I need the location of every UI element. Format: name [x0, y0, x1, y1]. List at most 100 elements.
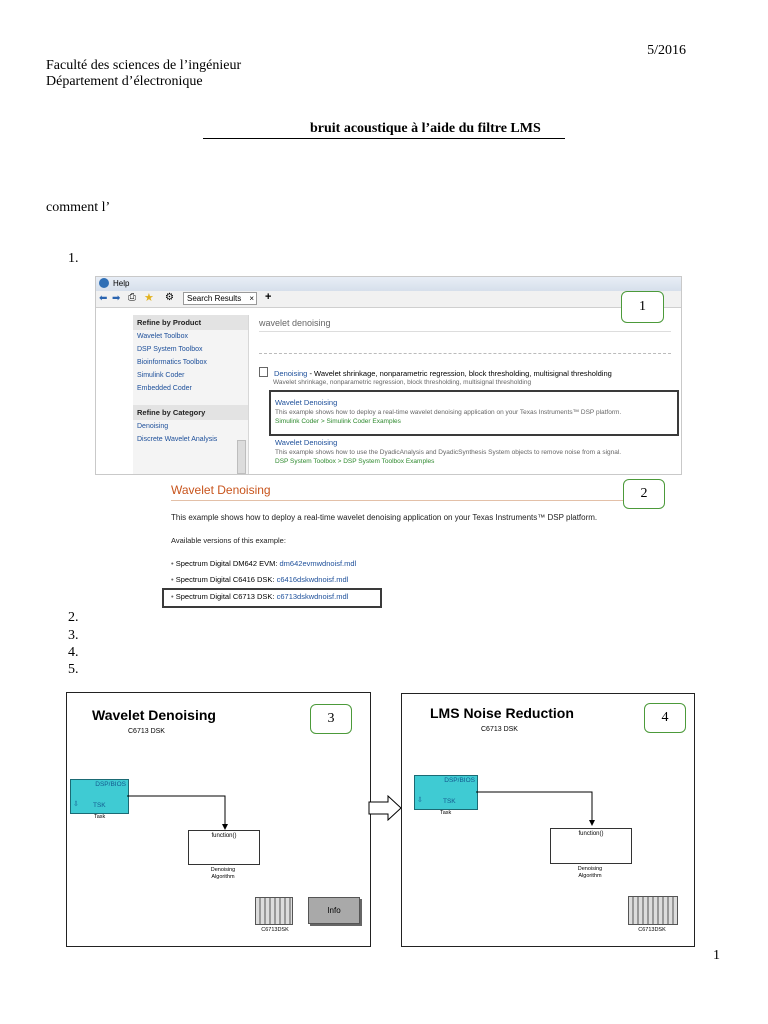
search-results-tab[interactable]: Search Results × [183, 292, 257, 305]
faculty-name: Faculté des sciences de l’ingénieur [46, 58, 242, 73]
result-1-title-suffix: - Wavelet shrinkage, nonparametric regre… [307, 369, 612, 378]
search-input[interactable]: wavelet denoising [259, 315, 671, 332]
refine-category-item[interactable]: Discrete Wavelet Analysis [137, 436, 218, 443]
list-number-5: 5. [68, 662, 79, 677]
task-caption: Task [94, 814, 106, 820]
version-1-board: Spectrum Digital DM642 EVM: [175, 559, 280, 568]
signal-line [127, 795, 228, 830]
forward-arrow-icon[interactable]: ➡ [112, 293, 121, 304]
function-label: function() [578, 831, 604, 837]
matlab-help-icon [99, 278, 109, 288]
step-badge-3: 3 [310, 704, 352, 734]
document-icon [259, 367, 268, 377]
step-badge-2: 2 [623, 479, 665, 509]
result-3-desc: This example shows how to use the Dyadic… [275, 449, 622, 456]
example-title: Wavelet Denoising [171, 483, 271, 497]
c6713-board-icon[interactable] [255, 897, 293, 925]
result-1-title[interactable]: Denoising [274, 369, 308, 378]
denoising-algorithm-block[interactable]: function() [188, 830, 260, 865]
result-3-path[interactable]: DSP System Toolbox > DSP System Toolbox … [275, 458, 435, 465]
search-results-tab-label: Search Results [187, 294, 242, 303]
help-toolbar: ⬅ ➡ ⎙ ★ ⚙ Search Results × + [96, 291, 681, 308]
version-1-file-link[interactable]: dm642evmwdnoisf.mdl [279, 559, 357, 568]
list-number-1: 1. [68, 251, 79, 266]
down-arrow-icon: ⇩ [73, 801, 79, 808]
search-result-1: Denoising - Wavelet shrinkage, nonparame… [259, 367, 674, 386]
step-badge-1: 1 [621, 291, 664, 323]
title-rule [203, 122, 565, 139]
result-2-desc: This example shows how to deploy a real-… [275, 409, 622, 416]
example-page-screenshot: Wavelet Denoising This example shows how… [162, 476, 685, 612]
version-2-board: Spectrum Digital C6416 DSK: [175, 575, 277, 584]
settings-gear-icon[interactable]: ⚙ [165, 292, 174, 303]
close-tab-icon[interactable]: × [249, 294, 254, 303]
results-divider [259, 353, 671, 354]
refine-by-product-heading: Refine by Product [133, 315, 248, 330]
list-number-4: 4. [68, 645, 79, 660]
example-description: This example shows how to deploy a real-… [171, 513, 598, 522]
version-3-file-link[interactable]: c6713dskwdnoisf.mdl [276, 592, 349, 601]
refine-category-item[interactable]: Denoising [137, 423, 169, 430]
page-number: 1 [713, 948, 720, 963]
highlight-box-result [269, 390, 679, 436]
intro-text: comment l’ [46, 200, 111, 215]
task-caption: Task [440, 810, 452, 816]
algorithm-caption: Denoising Algorithm [550, 866, 630, 880]
result-3-title[interactable]: Wavelet Denoising [275, 438, 338, 447]
available-versions-label: Available versions of this example: [171, 536, 286, 545]
algorithm-caption-line-1: Denoising [210, 867, 236, 873]
refine-by-category-heading: Refine by Category [133, 405, 248, 420]
version-item-3: • Spectrum Digital C6713 DSK: c6713dskwd… [171, 592, 349, 601]
refine-product-item[interactable]: Embedded Coder [137, 385, 192, 392]
refine-product-item[interactable]: DSP System Toolbox [137, 346, 203, 353]
document-date: 5/2016 [647, 43, 686, 58]
model-right-subtitle: C6713 DSK [481, 726, 518, 733]
step-badge-4: 4 [644, 703, 686, 733]
help-window-screenshot: Help ⬅ ➡ ⎙ ★ ⚙ Search Results × + Refine… [95, 276, 682, 475]
add-tab-icon[interactable]: + [265, 291, 272, 303]
dsp-bios-task-block[interactable]: DSP/BIOS ⇩ TSK [414, 775, 478, 810]
lms-noise-reduction-model: LMS Noise Reduction C6713 DSK 4 DSP/BIOS… [401, 693, 695, 947]
next-step-arrow-icon [368, 795, 402, 821]
algorithm-caption-line-1: Denoising [577, 866, 603, 872]
version-2-file-link[interactable]: c6416dskwdnoisf.mdl [276, 575, 349, 584]
refine-product-item[interactable]: Simulink Coder [137, 372, 185, 379]
department-name: Département d’électronique [46, 74, 203, 89]
model-left-title: Wavelet Denoising [92, 707, 216, 723]
board-caption: C6713DSK [638, 927, 666, 933]
down-arrow-icon: ⇩ [417, 797, 423, 804]
back-arrow-icon[interactable]: ⬅ [99, 293, 108, 304]
sidebar-scrollbar[interactable] [237, 440, 246, 474]
algorithm-caption-line-2: Algorithm [578, 873, 602, 879]
help-titlebar: Help [96, 277, 681, 292]
help-title: Help [113, 279, 130, 288]
signal-line [476, 791, 595, 826]
document-title: bruit acoustique à l’aide du filtre LMS [310, 121, 541, 136]
refine-sidebar: Refine by Product Wavelet Toolbox DSP Sy… [133, 315, 249, 474]
task-block-bottom-label: TSK [443, 798, 456, 805]
task-block-bottom-label: TSK [93, 802, 106, 809]
info-button[interactable]: Info [308, 897, 360, 924]
version-3-board: Spectrum Digital C6713 DSK: [175, 592, 277, 601]
print-icon[interactable]: ⎙ [128, 292, 136, 303]
refine-product-item[interactable]: Wavelet Toolbox [137, 333, 188, 340]
result-1-desc: Wavelet shrinkage, nonparametric regress… [273, 379, 532, 386]
task-block-top-label: DSP/BIOS [444, 777, 475, 784]
version-item-2: • Spectrum Digital C6416 DSK: c6416dskwd… [171, 575, 349, 584]
task-block-top-label: DSP/BIOS [95, 781, 126, 788]
example-title-rule [171, 500, 626, 501]
refine-product-item[interactable]: Bioinformatics Toolbox [137, 359, 207, 366]
list-number-3: 3. [68, 628, 79, 643]
list-number-2: 2. [68, 610, 79, 625]
version-item-1: • Spectrum Digital DM642 EVM: dm642evmwd… [171, 559, 357, 568]
model-left-subtitle: C6713 DSK [128, 728, 165, 735]
result-2-path[interactable]: Simulink Coder > Simulink Coder Examples [275, 418, 401, 425]
search-result-2: Wavelet Denoising This example shows how… [275, 398, 675, 425]
algorithm-caption-line-2: Algorithm [211, 874, 235, 880]
wavelet-denoising-model: Wavelet Denoising C6713 DSK 3 DSP/BIOS ⇩… [66, 692, 371, 947]
c6713-board-icon[interactable] [628, 896, 678, 925]
result-2-title[interactable]: Wavelet Denoising [275, 398, 338, 407]
denoising-algorithm-block[interactable]: function() [550, 828, 632, 864]
favorites-star-icon[interactable]: ★ [144, 292, 154, 304]
model-right-title: LMS Noise Reduction [430, 705, 574, 721]
